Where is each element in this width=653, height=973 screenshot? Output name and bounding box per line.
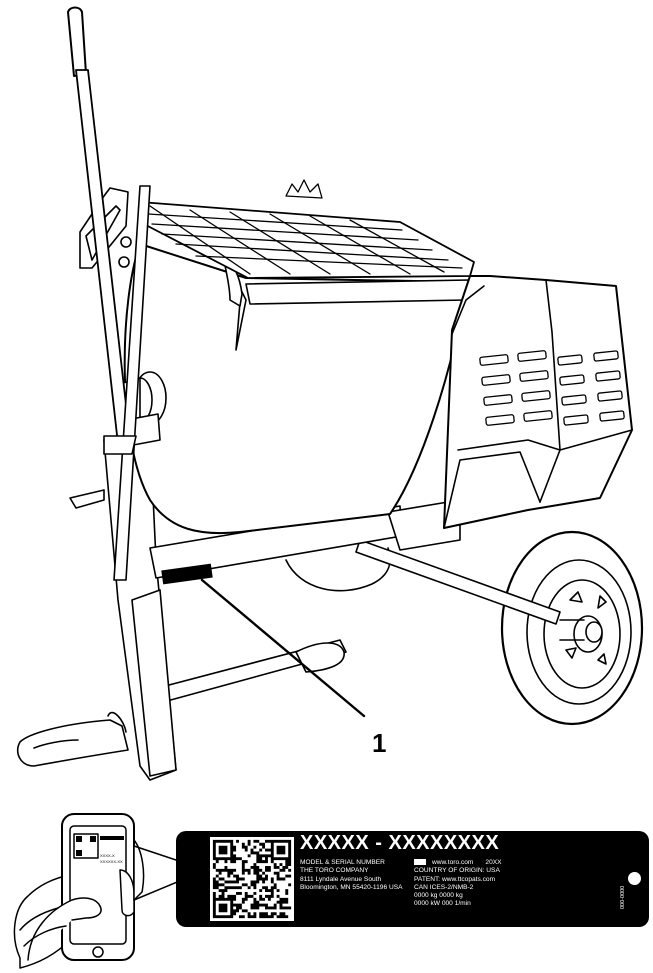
model-serial-number: XXXXX - XXXXXXXX — [300, 832, 500, 854]
handle — [67, 6, 132, 445]
tag-line: 0000 kg 0000 kg — [414, 892, 463, 900]
qr-code — [210, 837, 294, 921]
tag-line: PATENT: www.ttcopats.com — [414, 875, 496, 883]
serial-number-tag: XXXXX - XXXXXXXX MODEL & SERIAL NUMBER T… — [176, 831, 649, 927]
tag-line: Bloomington, MN 55420-1196 USA — [300, 883, 403, 891]
tag-line: 8111 Lyndale Avenue South — [300, 875, 382, 883]
axle-bar — [355, 539, 561, 625]
tag-mounting-hole — [628, 872, 641, 885]
book-icon — [414, 859, 426, 866]
tag-line: COUNTRY OF ORIGIN: USA — [414, 867, 500, 875]
motor-housing — [443, 275, 633, 529]
serial-label-location — [161, 563, 213, 585]
scan-beam — [133, 845, 207, 901]
tag-website: www.toro.com — [432, 859, 474, 866]
tag-company-info: MODEL & SERIAL NUMBER THE TORO COMPANY 8… — [300, 859, 403, 892]
callout-number: 1 — [372, 728, 386, 758]
tow-hitch — [16, 719, 129, 767]
tag-line: MODEL & SERIAL NUMBER — [300, 859, 385, 866]
mixer-drum — [123, 243, 469, 535]
phone-screen-line1: XXXX-X — [100, 853, 115, 858]
tag-line: THE TORO COMPANY — [300, 867, 369, 875]
hand-with-phone — [13, 813, 207, 969]
tag-part-number: 000-0000 — [620, 885, 626, 909]
wheel-front — [500, 530, 644, 726]
callout-leader — [200, 578, 366, 718]
tag-website-row: www.toro.com 20XX — [414, 859, 502, 867]
housing-vents — [479, 350, 625, 426]
phone-screen-line2: XXXXXX-XX — [100, 859, 123, 864]
tag-line: CAN ICES-2/NMB-2 — [414, 883, 474, 891]
tag-year: 20XX — [485, 859, 502, 866]
tag-line: 0000 kW 000 1/min — [414, 900, 471, 908]
